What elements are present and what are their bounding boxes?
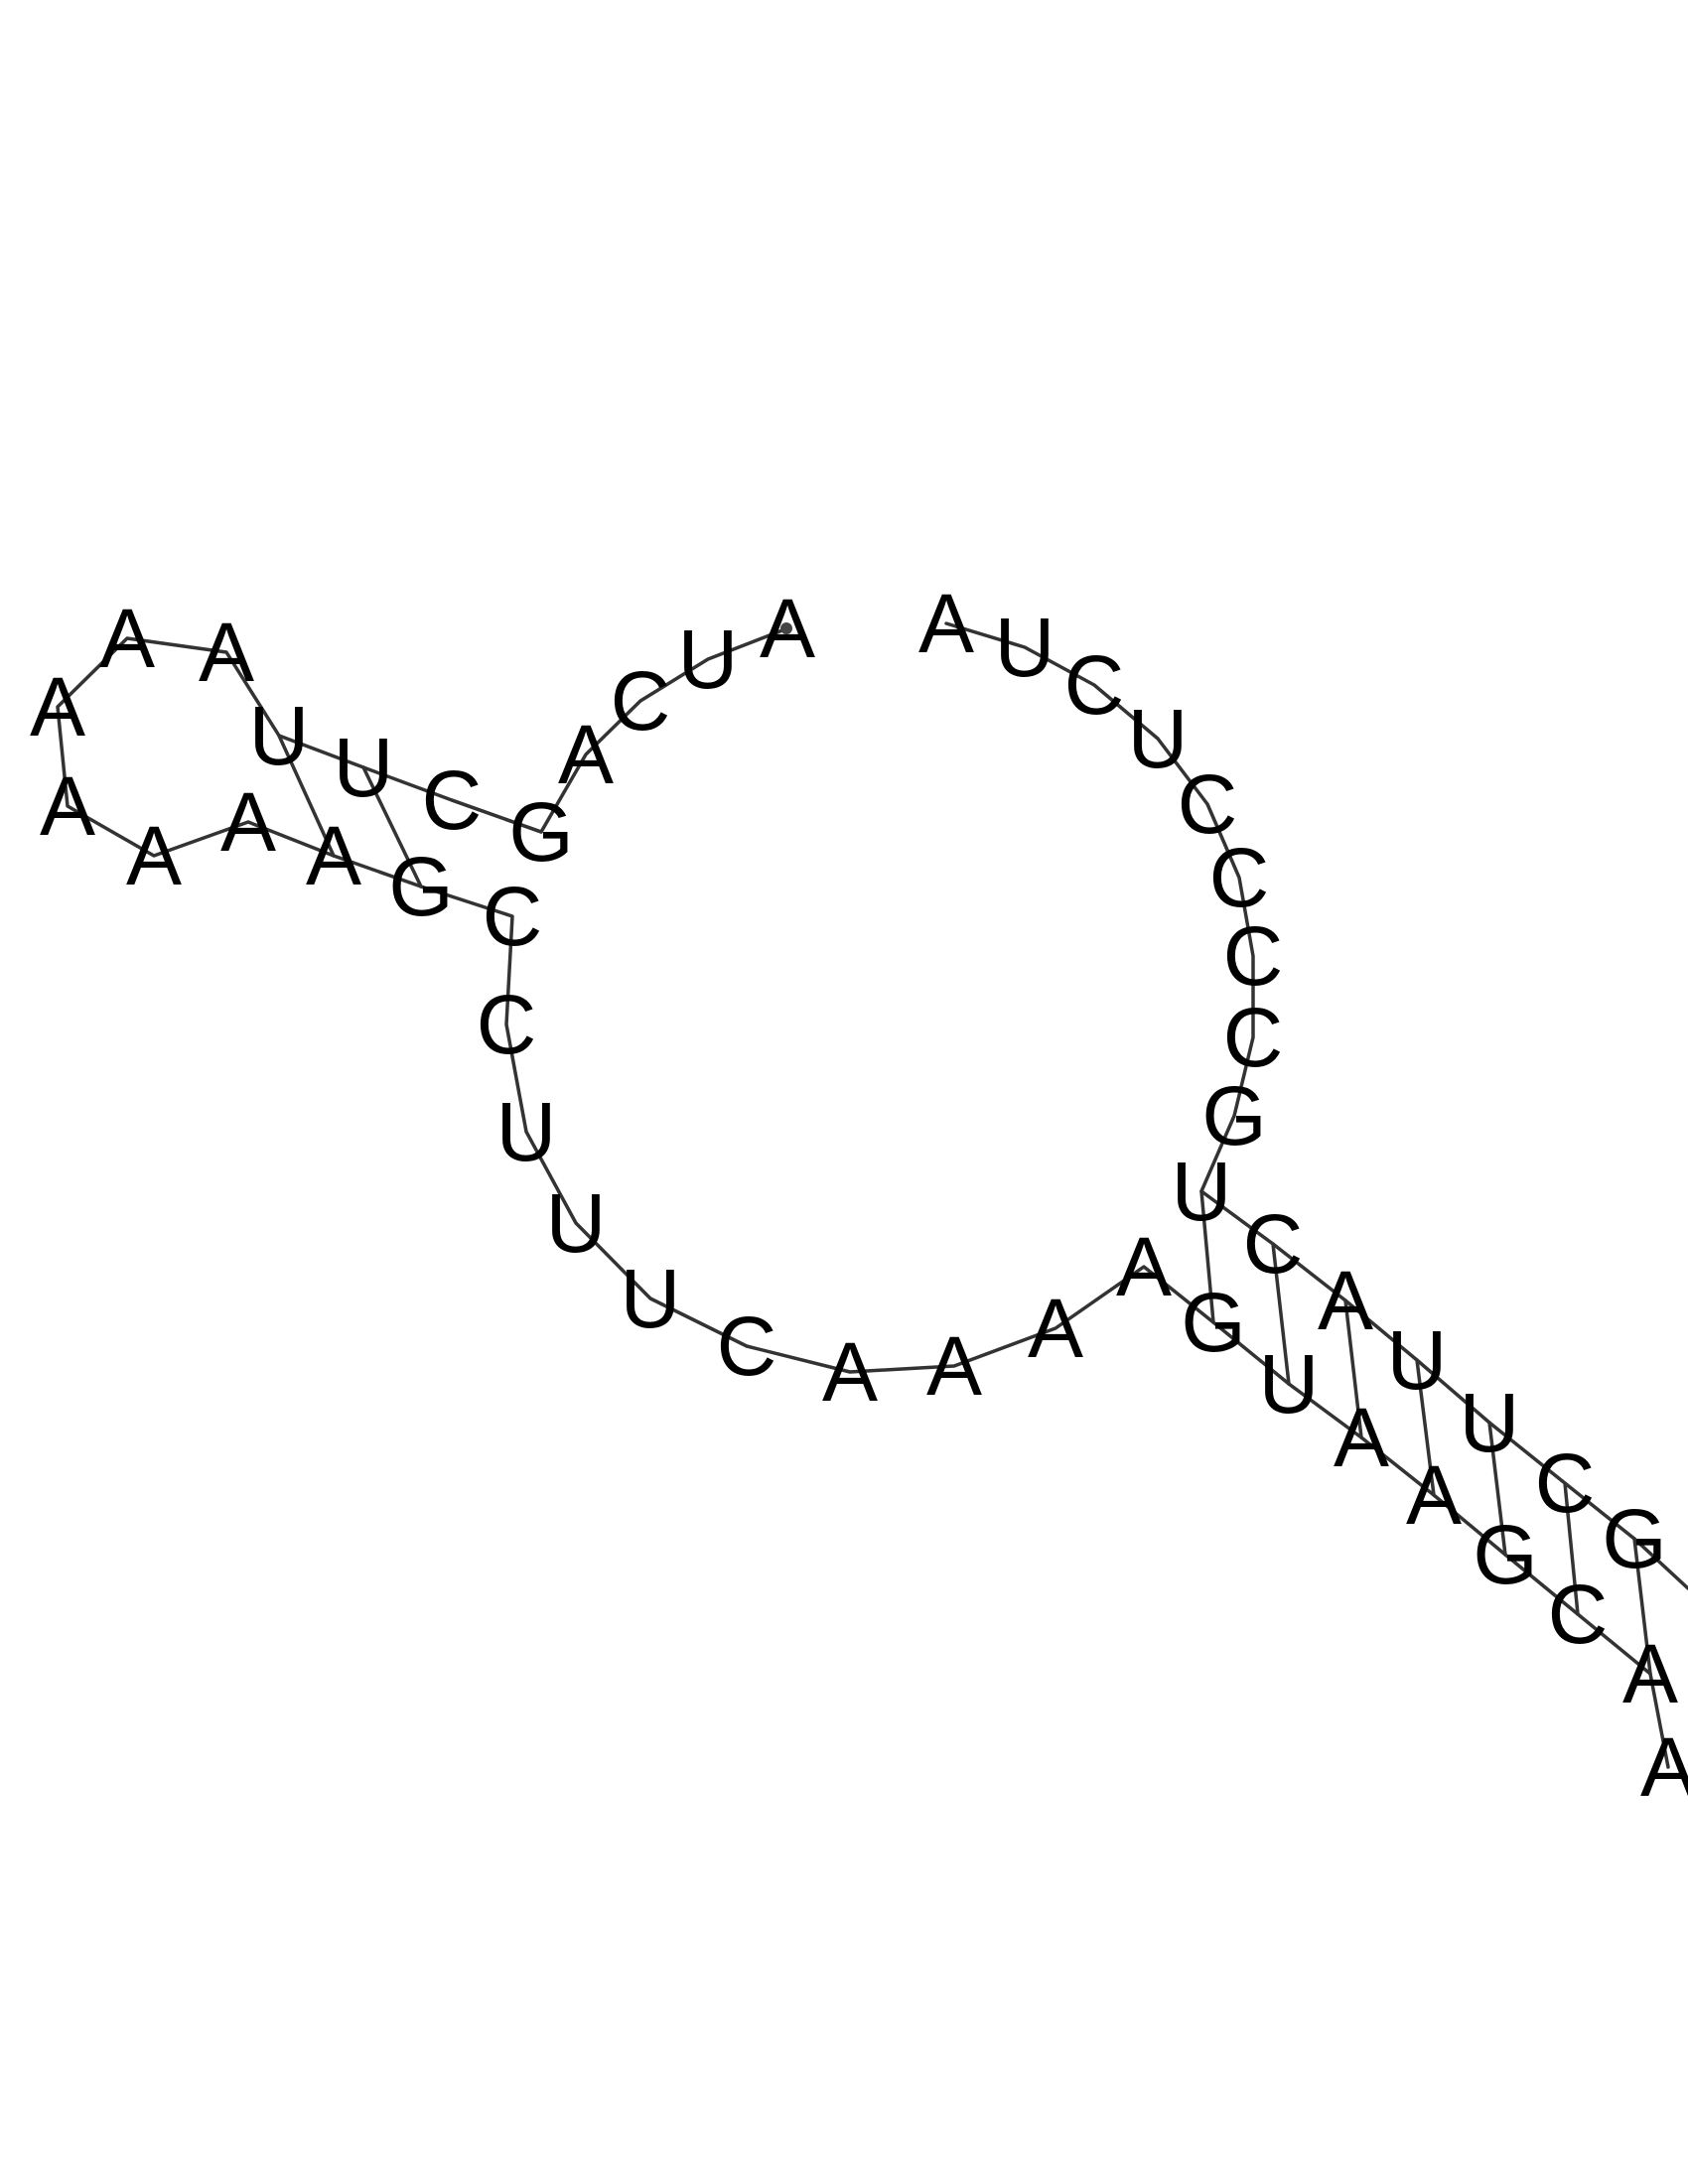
nucleotide-label: A xyxy=(306,809,361,902)
nucleotide-label: U xyxy=(1128,692,1189,785)
nucleotide-label: C xyxy=(1535,1436,1596,1530)
nucleotide-label: C xyxy=(483,870,543,963)
nucleotide-label: A xyxy=(199,606,254,699)
base-pair-link xyxy=(277,734,336,858)
nucleotide-label: A xyxy=(1028,1282,1083,1375)
base-pair-link xyxy=(1563,1481,1580,1616)
base-pair-link xyxy=(1343,1298,1363,1439)
nucleotide-label: A xyxy=(1622,1627,1678,1720)
nucleotide-label: C xyxy=(1064,638,1125,732)
nucleotide-label: C xyxy=(1178,757,1238,851)
nucleotide-label: C xyxy=(1223,909,1284,1003)
nucleotide-label: A xyxy=(220,775,276,869)
nucleotide-label: U xyxy=(334,721,394,814)
nucleotide-label: C xyxy=(477,978,537,1071)
base-pair-link xyxy=(1632,1537,1652,1676)
nucleotide-label: A xyxy=(926,1319,982,1413)
nucleotide-label: C xyxy=(717,1299,777,1393)
nucleotide-label: U xyxy=(546,1176,607,1270)
nucleotide-label: G xyxy=(508,785,573,879)
nucleotide-label: A xyxy=(99,592,155,685)
nucleotide-label: G xyxy=(1201,1069,1266,1162)
nucleotide-label: C xyxy=(611,654,671,748)
nucleotide-label: A xyxy=(1334,1391,1389,1484)
nucleotide-label: A xyxy=(558,708,614,801)
nucleotide-label: A xyxy=(126,809,182,902)
nucleotide-label: U xyxy=(1172,1145,1232,1238)
nucleotide-label: C xyxy=(1223,991,1284,1084)
base-pair-link xyxy=(1271,1242,1291,1386)
base-pair-link xyxy=(361,765,423,888)
nucleotide-label: A xyxy=(1116,1220,1172,1313)
nucleotide-label: G xyxy=(1602,1492,1666,1585)
nucleotide-label: G xyxy=(1473,1508,1537,1601)
nucleotide-label: U xyxy=(995,601,1055,694)
base-pair-link xyxy=(1199,1189,1215,1324)
nucleotide-label: G xyxy=(1181,1276,1245,1369)
nucleotide-label: A xyxy=(822,1325,878,1419)
base-pair-link xyxy=(1487,1421,1507,1557)
nucleotide-label: U xyxy=(678,613,739,706)
nucleotide-label: A xyxy=(1406,1448,1462,1542)
nucleotide-label: A xyxy=(1640,1720,1688,1814)
nucleotide-label: C xyxy=(1243,1197,1304,1291)
nucleotide-label: C xyxy=(1209,831,1270,924)
nucleotide-label: U xyxy=(496,1085,557,1178)
backbone-5prime-strand xyxy=(56,626,1670,1769)
nucleotide-label: U xyxy=(1387,1313,1448,1407)
nucleotide-label: A xyxy=(40,759,95,853)
nucleotide-label: U xyxy=(249,689,310,782)
nucleotide-label: U xyxy=(1259,1337,1320,1431)
five-prime-end-marker xyxy=(780,622,792,634)
nucleotide-label: U xyxy=(1460,1376,1520,1469)
nucleotide-label: G xyxy=(388,840,453,933)
base-pair-link xyxy=(1415,1358,1436,1497)
nucleotide-label: C xyxy=(422,753,483,847)
nucleotide-label: U xyxy=(621,1252,681,1345)
nucleotide-label: A xyxy=(918,577,974,670)
links-layer xyxy=(56,621,1688,1769)
base-pair-link xyxy=(450,798,543,834)
backbone-3prime-strand xyxy=(944,621,1688,1590)
nucleotide-label: C xyxy=(1548,1568,1609,1661)
nucleotide-label: A xyxy=(30,660,85,753)
nucleotide-label: A xyxy=(1318,1254,1373,1347)
